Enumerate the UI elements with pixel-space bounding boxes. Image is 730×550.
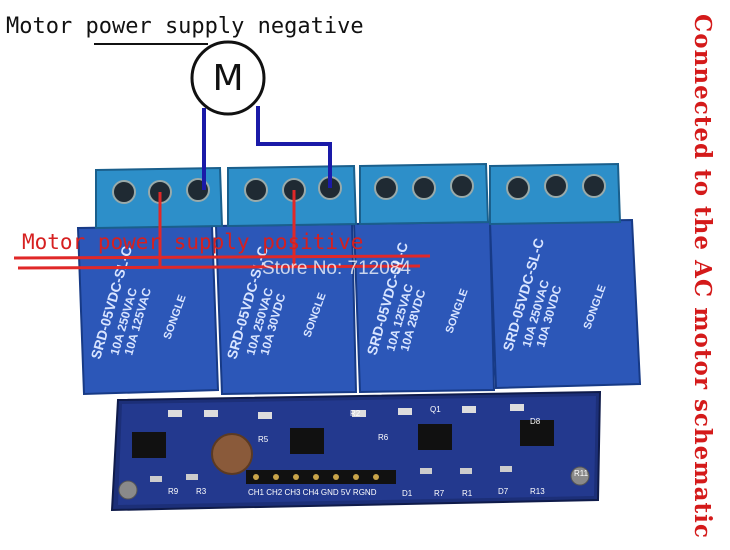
header-pin-labels: CH1 CH2 CH3 CH4 GND 5V RGND [248,488,377,497]
negative-label: Motor power supply negative [6,14,364,39]
silk-r13: R13 [530,487,545,496]
terminal-block-3 [359,162,490,226]
silk-r9: R9 [168,487,179,496]
silk-r5: R5 [258,435,269,444]
silk-q1: Q1 [430,405,441,414]
silk-r7: R7 [434,489,445,498]
silk-d1: D1 [402,489,413,498]
silk-r11: R11 [574,469,589,478]
silk-r6: R6 [378,433,389,442]
store-watermark: Store No: 712084 [262,258,411,279]
ac-motor-schematic-caption: Connected to the AC motor schematic [689,14,716,539]
pcb-board [110,390,602,512]
silk-d7: D7 [498,487,509,496]
silk-r2: R2 [350,409,361,418]
relay-markings: SRD-05VDC-SL-C 10A 250VAC 10A 125VAC SON… [88,236,609,361]
red-wires [13,190,431,270]
motor-symbol [190,40,266,116]
terminal-block-4 [489,162,622,226]
positive-label: Motor power supply positive [22,230,364,254]
terminal-block-2 [227,164,358,228]
silk-d8: D8 [530,417,541,426]
motor-letter: M [212,57,244,99]
header-pins [246,470,396,484]
pcb-silkscreen: R2 R5 R6 D1 R7 R1 D7 R13 R11 R9 R3 Q1 D8 [168,405,589,498]
blue-wires [202,106,332,190]
silk-r3: R3 [196,487,207,496]
silk-r1: R1 [462,489,473,498]
